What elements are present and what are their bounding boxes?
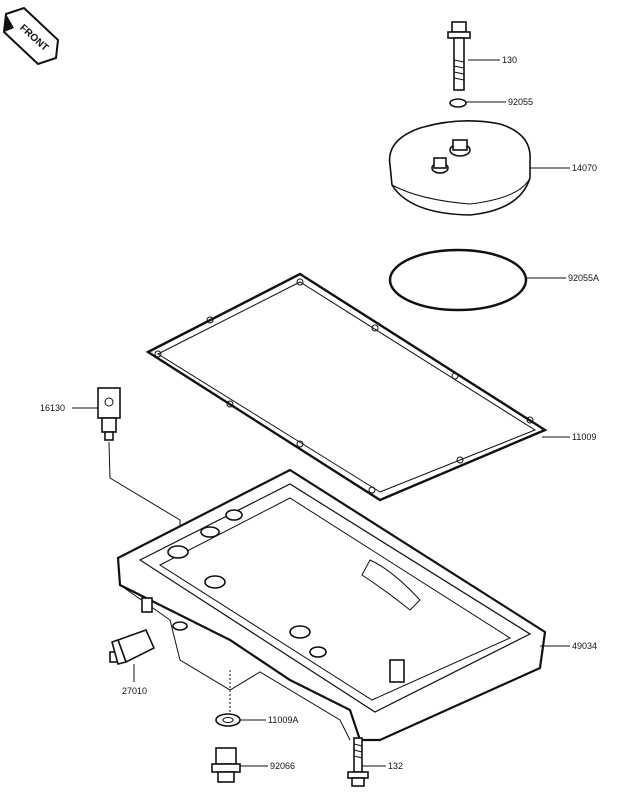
bolt-130-part: [447, 21, 471, 91]
gasket-11009a-part: [215, 713, 241, 727]
switch-27010-part: [109, 628, 156, 665]
cover-14070-part: [388, 120, 531, 216]
gasket-11009-part: [145, 272, 548, 502]
callout-11009a: 11009A: [268, 715, 298, 725]
callout-130: 130: [502, 55, 517, 65]
callout-92055: 92055: [508, 97, 533, 107]
fitting-16130-part: [97, 387, 121, 441]
callout-92055a: 92055A: [568, 273, 599, 283]
plug-92066-part: [211, 747, 241, 783]
callout-16130: 16130: [40, 403, 65, 413]
callout-11009: 11009: [572, 432, 596, 442]
washer-92055-part: [449, 98, 467, 108]
callout-132: 132: [388, 761, 403, 771]
callout-14070: 14070: [572, 163, 597, 173]
callout-27010: 27010: [122, 686, 147, 696]
bolt-132-part: [347, 737, 369, 787]
oring-92055a-part: [388, 248, 528, 312]
callout-92066: 92066: [270, 761, 295, 771]
front-arrow-icon: FRONT: [2, 6, 60, 66]
callout-49034: 49034: [572, 641, 597, 651]
oil-pan-49034-part: [116, 468, 547, 742]
